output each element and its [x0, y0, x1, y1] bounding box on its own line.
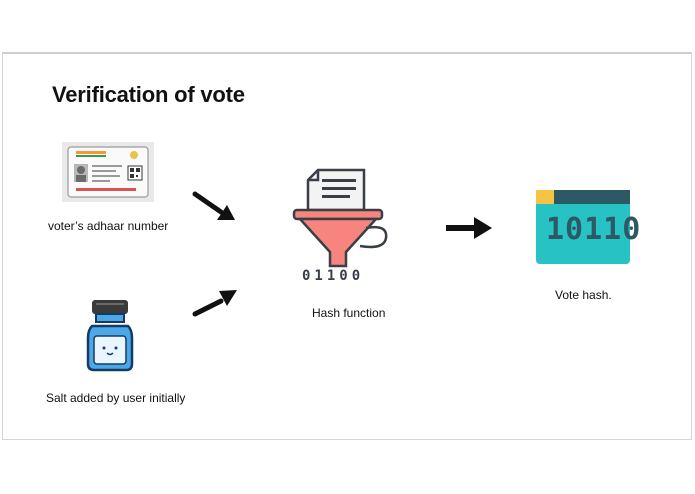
arrow-right-icon: [446, 217, 492, 239]
salt-jar-icon: [86, 300, 134, 372]
vote-hash-label: Vote hash.: [555, 288, 612, 302]
funnel-output-bits: 01100: [302, 268, 365, 284]
aadhaar-label: voter’s adhaar number: [48, 219, 169, 233]
vote-hash-bits: 10110: [546, 212, 642, 247]
hash-function-funnel-icon: [292, 168, 388, 268]
salt-label: Salt added by user initially: [46, 391, 186, 405]
arrow-up-right-icon: [192, 290, 237, 317]
vote-hash-icon: [536, 190, 630, 264]
hash-function-label: Hash function: [312, 306, 386, 320]
diagram-title: Verification of vote: [52, 82, 245, 107]
arrow-down-right-icon: [192, 191, 235, 220]
aadhaar-card-icon: [62, 142, 154, 202]
